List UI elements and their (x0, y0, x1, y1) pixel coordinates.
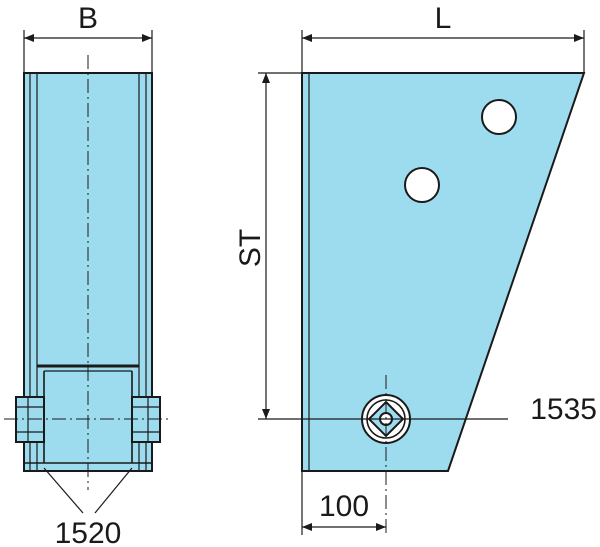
length-label: L (435, 2, 452, 35)
middle-hole (404, 167, 440, 203)
right-hex-nut (131, 396, 161, 443)
side-view-plate (301, 72, 586, 472)
offset-label: 100 (319, 490, 369, 523)
left-part-leader (43, 467, 84, 514)
left-part-callout: 1520 (43, 467, 133, 547)
length-dimension: L (301, 2, 585, 73)
height-label: ST (234, 229, 267, 267)
front-view (4, 55, 172, 490)
left-part-ref: 1520 (55, 517, 122, 547)
height-dimension: ST (234, 72, 302, 419)
upper-hole (481, 99, 517, 135)
offset-dimension: 100 (301, 471, 386, 535)
side-view (258, 72, 586, 535)
left-part-leader (94, 467, 133, 514)
right-part-callout: 1535 (530, 393, 597, 426)
width-dimension: B (23, 2, 153, 73)
right-part-ref: 1535 (530, 393, 597, 426)
width-label: B (78, 2, 98, 35)
